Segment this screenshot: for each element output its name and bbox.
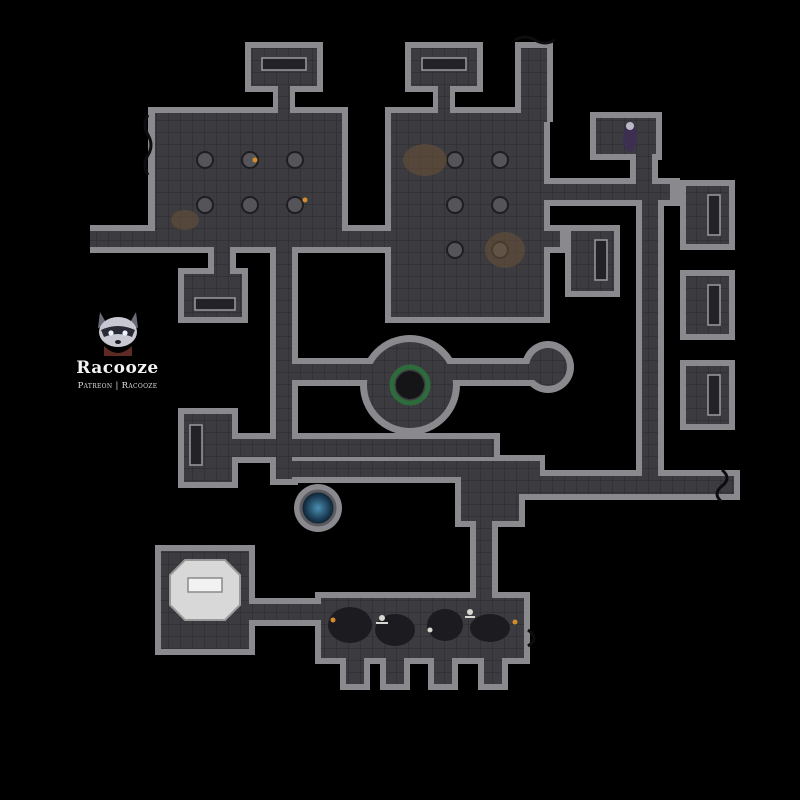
hanging-chains <box>143 35 729 648</box>
sarcophagus-alcoves <box>189 57 721 466</box>
skeletons <box>376 609 475 633</box>
torches <box>252 157 518 625</box>
brand-watermark: Racooze Patreon | Racooze <box>70 300 165 391</box>
brand-name: Racooze <box>76 358 159 378</box>
circular-portal <box>389 364 431 406</box>
rubble <box>328 607 510 646</box>
raccoon-logo-icon <box>88 300 148 360</box>
stains <box>171 144 525 268</box>
altar <box>169 559 241 621</box>
well <box>299 489 337 527</box>
hooded-figure <box>623 122 637 152</box>
brand-subtitle: Patreon | Racooze <box>77 381 158 391</box>
